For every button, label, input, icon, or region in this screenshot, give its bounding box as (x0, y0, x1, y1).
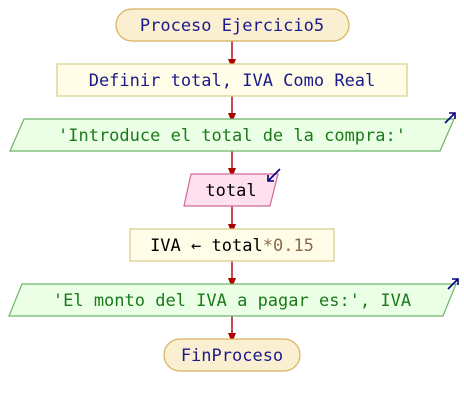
end-label: FinProceso (181, 346, 283, 366)
io-arrow-out-icon (444, 112, 456, 124)
assign-target: IVA (150, 236, 181, 256)
end-node[interactable]: FinProceso (163, 338, 301, 372)
output1-text: 'Introduce el total de la compra:' (58, 126, 406, 146)
assign-op: * (263, 236, 273, 256)
output2-node[interactable]: 'El monto del IVA a pagar es:', IVA (8, 278, 459, 317)
define-node[interactable]: Definir total, IVA Como Real (56, 63, 408, 97)
io-arrow-in-icon (267, 168, 281, 182)
assign-var: total (212, 236, 263, 256)
assign-number: 0.15 (273, 236, 314, 256)
io-arrow-out-icon (447, 278, 459, 290)
assign-arrow: ← (191, 236, 201, 256)
assign-node[interactable]: IVA ← total*0.15 (129, 228, 335, 262)
start-label: Proceso Ejercicio5 (140, 16, 324, 36)
output2-text: 'El monto del IVA a pagar es:', IVA (53, 291, 411, 311)
output1-node[interactable]: 'Introduce el total de la compra:' (9, 112, 456, 152)
define-label: Definir total, IVA Como Real (89, 71, 376, 91)
input1-text: total (205, 181, 256, 201)
assign-expression: IVA ← total*0.15 (150, 236, 314, 256)
input1-node[interactable]: total (183, 168, 281, 207)
start-node[interactable]: Proceso Ejercicio5 (115, 8, 350, 42)
